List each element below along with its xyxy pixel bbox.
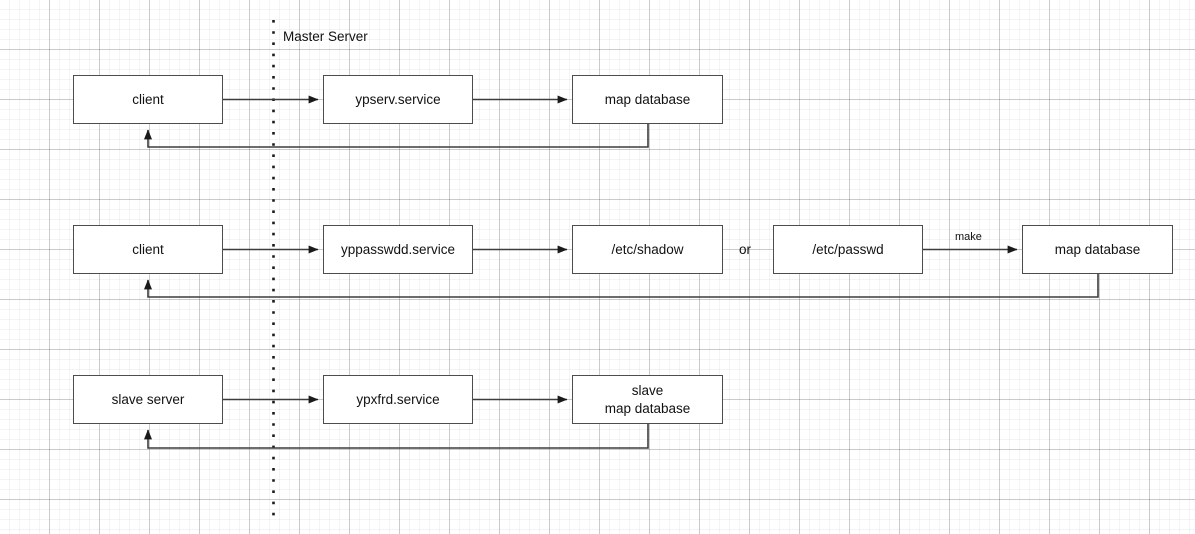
node-ypxfrd-service[interactable]: ypxfrd.service xyxy=(323,375,473,424)
node-client-1[interactable]: client xyxy=(73,75,223,124)
node-ypserv-service[interactable]: ypserv.service xyxy=(323,75,473,124)
node-map-database-2[interactable]: map database xyxy=(1022,225,1173,274)
make-label: make xyxy=(955,231,982,243)
node-etc-shadow[interactable]: /etc/shadow xyxy=(572,225,723,274)
return-arrow-slavemapdb-to-slaveserver xyxy=(144,424,649,449)
node-etc-passwd[interactable]: /etc/passwd xyxy=(773,225,923,274)
node-yppasswdd-service[interactable]: yppasswdd.service xyxy=(323,225,473,274)
return-arrow-mapdb1-to-client1 xyxy=(144,124,649,148)
node-slave-map-database[interactable]: slave map database xyxy=(572,375,723,424)
or-label: or xyxy=(739,242,752,257)
return-arrow-mapdb2-to-client2 xyxy=(144,274,1099,298)
node-client-2[interactable]: client xyxy=(73,225,223,274)
node-slave-server[interactable]: slave server xyxy=(73,375,223,424)
node-map-database-1[interactable]: map database xyxy=(572,75,723,124)
master-server-label: Master Server xyxy=(283,29,368,44)
